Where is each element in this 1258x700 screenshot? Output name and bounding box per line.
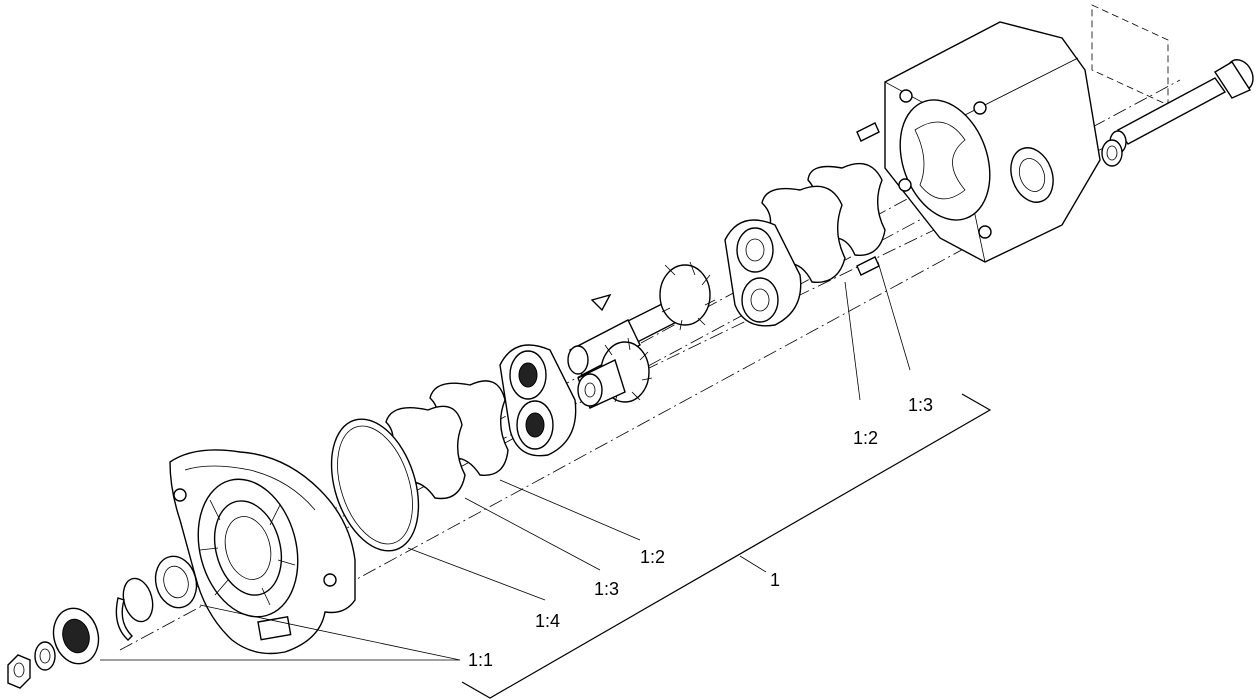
callout-1-3-rear: 1:3 xyxy=(908,395,933,415)
driven-gear xyxy=(577,337,653,409)
callout-1-3-front: 1:3 xyxy=(594,579,619,599)
dashed-cover-outline xyxy=(1091,4,1169,106)
callout-1-2-rear: 1:2 xyxy=(853,428,878,448)
front-bearing-block xyxy=(499,344,577,457)
callout-1-4: 1:4 xyxy=(535,611,560,631)
rear-bearing-block xyxy=(724,219,802,327)
rear-housing xyxy=(884,21,1101,263)
leader-lines xyxy=(100,261,911,661)
callout-1: 1 xyxy=(770,570,780,590)
dowel-pins xyxy=(856,122,880,276)
callout-1-1: 1:1 xyxy=(468,650,493,670)
assembly-bracket xyxy=(461,393,992,699)
front-flange-housing xyxy=(169,449,356,655)
o-ring xyxy=(330,418,420,552)
seal-kit-parts xyxy=(7,555,198,689)
drive-gear-shaft xyxy=(567,261,716,376)
bolt xyxy=(1101,59,1254,167)
callout-1-2-front: 1:2 xyxy=(640,547,665,567)
assembly-bracket-leader xyxy=(739,555,767,573)
